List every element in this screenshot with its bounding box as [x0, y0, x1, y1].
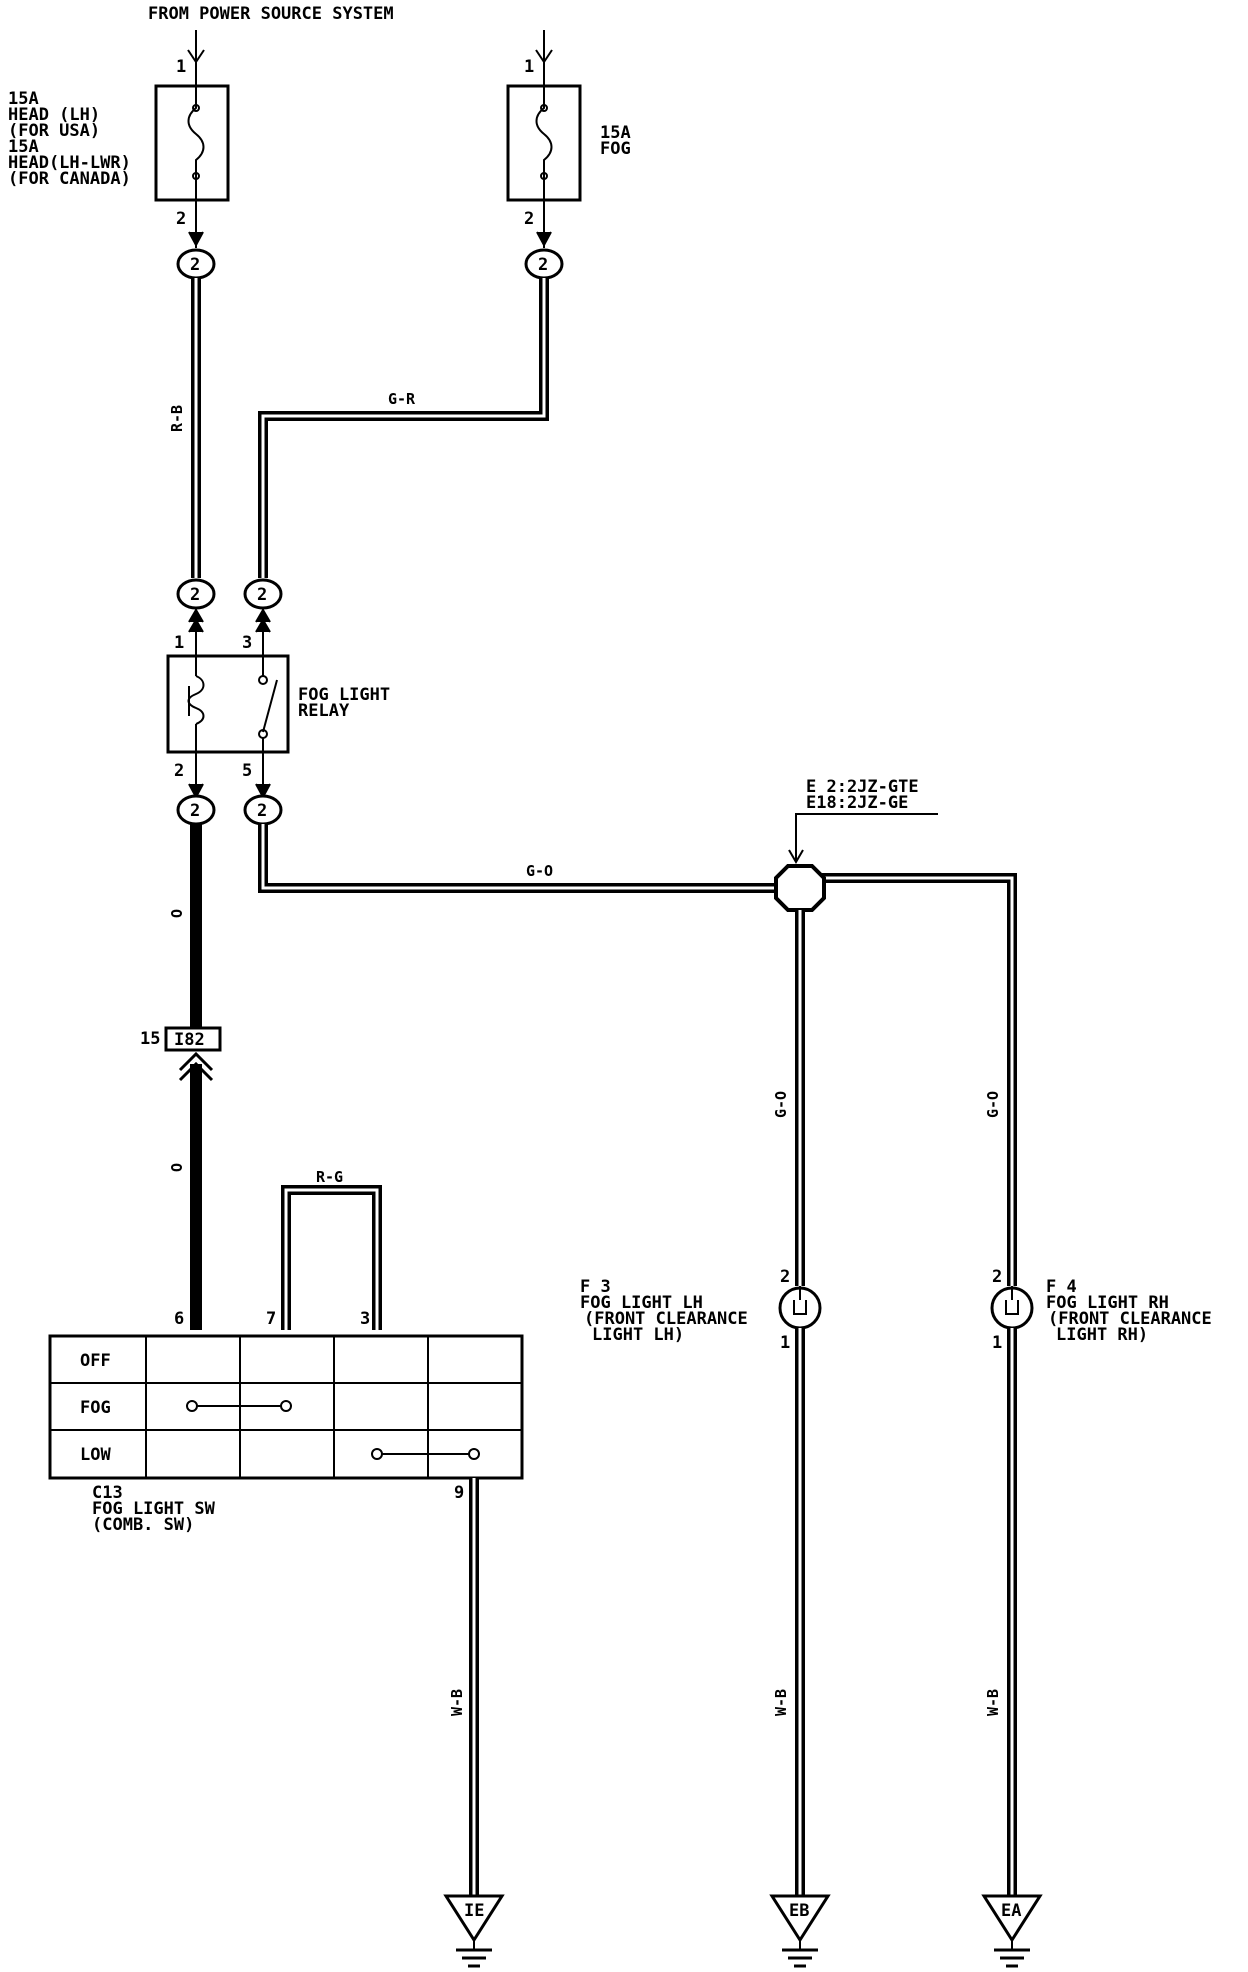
fuse-fog-label-line-2: FOG: [600, 139, 631, 159]
relay-pin-coil-out: 2: [174, 761, 184, 781]
wire-rh-ground: W-B: [984, 1328, 1017, 1896]
ground-eb: EB: [769, 1894, 831, 1968]
wire-switch-ground: W-B: [448, 1478, 479, 1896]
relay-label-line-2: RELAY: [298, 701, 350, 721]
wire-relay-to-switch-code-upper: O: [168, 909, 186, 918]
fog-rh-pin-top: 2: [992, 1267, 1002, 1287]
switch-row-fog: FOG: [80, 1398, 111, 1418]
power-source-label: FROM POWER SOURCE SYSTEM: [148, 4, 394, 24]
wire-relay-to-junction-code: G-O: [526, 862, 553, 880]
fuse-fog-pin-top: 1: [524, 57, 534, 77]
wire-relay-to-junction: G-O: [258, 824, 788, 893]
switch-label-line-1: FOG LIGHT SW: [92, 1499, 216, 1519]
fog-lh-code: F 3: [580, 1277, 611, 1297]
relay-pin-contact-out: 5: [242, 761, 252, 781]
fuse-head-label-line-4: 15A: [8, 137, 39, 157]
wire-junction-to-rh-code: G-O: [984, 1091, 1002, 1118]
fuse-head-label-line-6: (FOR CANADA): [8, 169, 131, 189]
fog-lh-label-line-3: LIGHT LH): [592, 1325, 684, 1345]
junction-label-line-2: E18:2JZ-GE: [806, 793, 908, 813]
fog-rh-code: F 4: [1046, 1277, 1077, 1297]
fuse-fog-label-line-1: 15A: [600, 123, 631, 143]
wire-switch-ground-code: W-B: [448, 1689, 466, 1716]
fog-light-relay: 2 2 1 3 FOG LIGHT RELAY 2 5 2 2: [166, 578, 390, 826]
junction-connector: E 2:2JZ-GTE E18:2JZ-GE: [774, 777, 1017, 962]
fuse-head-label-line-3: (FOR USA): [8, 121, 100, 141]
wire-switch-loop-code: R-G: [316, 1168, 343, 1186]
fog-lh-pin-bottom: 1: [780, 1333, 790, 1353]
fuse-fog: 1 15A FOG 2 2: [506, 30, 631, 280]
relay-connector-top-right-label: 2: [257, 585, 267, 605]
inline-connector-i82: 15 I82: [140, 1026, 222, 1082]
relay-connector-top-left-label: 2: [190, 585, 200, 605]
wire-rh-ground-code: W-B: [984, 1689, 1002, 1716]
fog-light-switch: 6 7 3 OFF FOG LOW 9 C13 FOG LIGHT SW (CO…: [48, 1309, 524, 1535]
wire-head-to-relay: R-B: [168, 278, 201, 578]
fog-lh-label-line-2: (FRONT CLEARANCE: [584, 1309, 748, 1329]
wire-i82-to-switch: O: [168, 1064, 202, 1330]
wire-lh-ground: W-B: [772, 1328, 805, 1896]
switch-row-off: OFF: [80, 1351, 111, 1371]
fuse-fog-pin-bottom: 2: [524, 209, 534, 229]
fuse-head-label-line-5: HEAD(LH-LWR): [8, 153, 131, 173]
fog-lh-pin-top: 2: [780, 1267, 790, 1287]
ground-ea-label: EA: [1001, 1901, 1021, 1921]
relay-connector-bottom-left-label: 2: [190, 801, 200, 821]
switch-pin-3: 3: [360, 1309, 370, 1329]
fog-light-rh: 2 1 F 4 FOG LIGHT RH (FRONT CLEARANCE LI…: [990, 1267, 1212, 1353]
fog-rh-label-line-3: LIGHT RH): [1056, 1325, 1148, 1345]
relay-pin-coil-in: 1: [174, 633, 184, 653]
inline-connector-pin: 15: [140, 1029, 160, 1049]
fuse-head-connector-label: 2: [190, 255, 200, 275]
relay-connector-bottom-right-label: 2: [257, 801, 267, 821]
fuse-head-label-line-1: 15A: [8, 89, 39, 109]
wire-junction-to-lh: G-O: [772, 910, 805, 1286]
ground-ie: IE: [443, 1894, 505, 1968]
fog-lh-label-line-1: FOG LIGHT LH: [580, 1293, 703, 1313]
wire-relay-to-switch: O: [168, 824, 202, 1030]
fuse-head-pin-top: 1: [176, 57, 186, 77]
wire-fog-to-relay-code: G-R: [388, 390, 416, 408]
fuse-head-label-line-2: HEAD (LH): [8, 105, 100, 125]
fuse-head: 1 15A HEAD (LH) (FOR USA) 15A HEAD(LH-LW…: [8, 30, 230, 280]
wire-switch-loop: R-G: [281, 1168, 382, 1330]
inline-connector-id: I82: [174, 1030, 205, 1050]
switch-label-line-2: (COMB. SW): [92, 1515, 194, 1535]
fog-rh-label-line-1: FOG LIGHT RH: [1046, 1293, 1169, 1313]
relay-label-line-1: FOG LIGHT: [298, 685, 390, 705]
ground-ie-label: IE: [464, 1901, 484, 1921]
switch-pin-7: 7: [266, 1309, 276, 1329]
ground-eb-label: EB: [789, 1901, 809, 1921]
switch-pin-6: 6: [174, 1309, 184, 1329]
wire-junction-to-rh: G-O: [984, 958, 1017, 1286]
fuse-fog-connector-label: 2: [538, 255, 548, 275]
fuse-head-pin-bottom: 2: [176, 209, 186, 229]
switch-pin-9: 9: [454, 1483, 464, 1503]
wire-lh-ground-code: W-B: [772, 1689, 790, 1716]
switch-code: C13: [92, 1483, 123, 1503]
wire-junction-to-lh-code: G-O: [772, 1091, 790, 1118]
switch-row-low: LOW: [80, 1445, 111, 1465]
fog-light-lh: 2 1 F 3 FOG LIGHT LH (FRONT CLEARANCE LI…: [580, 1267, 822, 1353]
wire-relay-to-switch-code-lower: O: [168, 1163, 186, 1172]
fog-rh-label-line-2: (FRONT CLEARANCE: [1048, 1309, 1212, 1329]
relay-pin-contact-in: 3: [242, 633, 252, 653]
ground-ea: EA: [981, 1894, 1043, 1968]
wire-fog-to-relay: G-R: [258, 278, 549, 578]
fuse-head-label: 15A HEAD (LH) (FOR USA) 15A HEAD(LH-LWR)…: [8, 89, 131, 189]
wire-head-to-relay-code: R-B: [168, 405, 186, 432]
fog-rh-pin-bottom: 1: [992, 1333, 1002, 1353]
junction-label-line-1: E 2:2JZ-GTE: [806, 777, 919, 797]
